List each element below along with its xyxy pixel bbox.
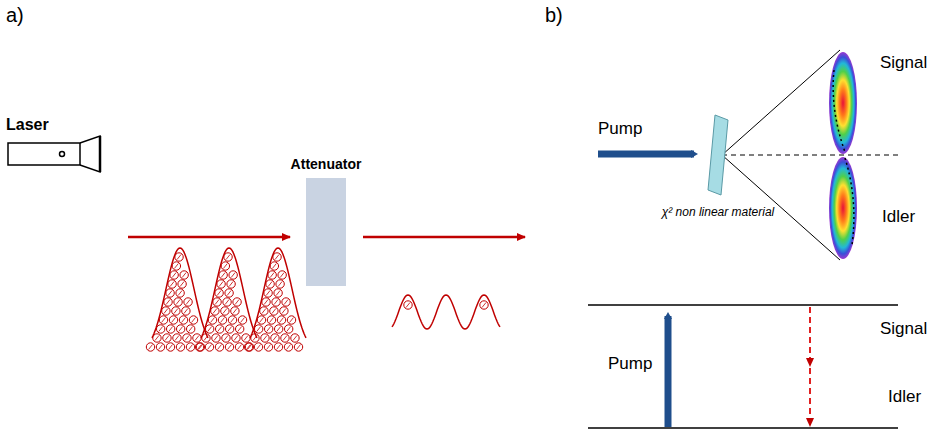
level-label: Signal — [880, 320, 927, 339]
beam-label: Pump — [598, 120, 642, 139]
pump-beam — [598, 151, 694, 158]
laser-icon — [8, 136, 100, 172]
energy-level — [588, 427, 898, 429]
laser-beam — [128, 236, 290, 239]
axis-line — [722, 155, 898, 156]
beam-label: Idler — [882, 208, 915, 227]
pump-transition — [665, 316, 672, 427]
attenuator-box: Attenuator — [291, 157, 362, 286]
panel-letter: a) — [6, 4, 24, 26]
idler-ring — [829, 157, 857, 259]
attenuated-beam — [363, 236, 525, 239]
energy-level — [588, 304, 898, 306]
signal-ring — [829, 52, 857, 154]
attenuator-body — [306, 178, 346, 286]
beam-label: Signal — [880, 54, 927, 73]
crystal: χ² non linear material — [662, 114, 775, 219]
cone-line — [722, 50, 840, 155]
weak-pulses — [392, 295, 500, 329]
panel-letter: b) — [545, 4, 563, 26]
intense-pulses — [146, 248, 306, 351]
node-label: Attenuator — [291, 157, 362, 172]
level-label: Idler — [888, 388, 921, 407]
crystal-shape — [707, 114, 729, 196]
node-label: χ² non linear material — [662, 206, 775, 219]
signal-transition — [809, 307, 811, 366]
laser-label: Laser — [6, 116, 49, 134]
transition-label: Pump — [608, 355, 652, 374]
idler-transition — [809, 368, 811, 426]
